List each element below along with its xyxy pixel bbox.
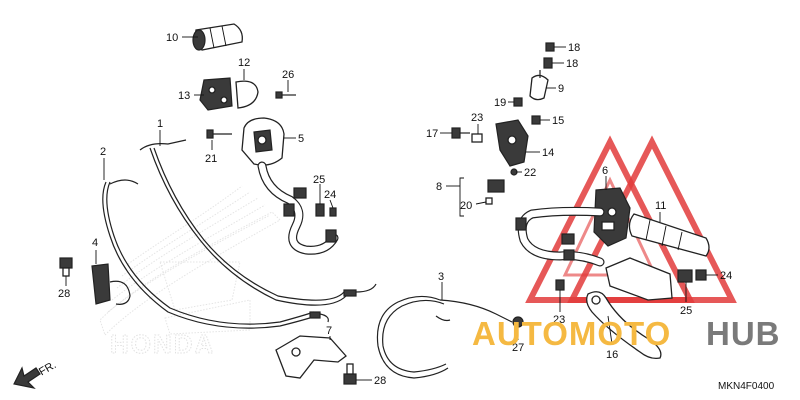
callout-2: 2: [100, 146, 106, 158]
callout-27: 27: [512, 342, 524, 354]
faded-logo-text: HONDA: [110, 329, 215, 359]
callout-21: 22: [524, 167, 536, 179]
cable-bracket: [275, 335, 347, 379]
clip-25-right: [677, 269, 693, 283]
callout-15: 15: [552, 115, 564, 127]
callout-18-second: 18: [566, 58, 578, 70]
callout-20: 20: [460, 200, 472, 212]
throttle-housing: [199, 77, 259, 111]
left-grip: [628, 213, 710, 257]
callout-16: 16: [606, 349, 618, 361]
clutch-switch-group: [459, 168, 518, 217]
bolt-15: [531, 115, 541, 125]
clip-25-left: [315, 203, 325, 217]
clip-24-right: [695, 269, 707, 281]
watermark-text-a: AUTOMOTO: [472, 315, 671, 352]
screw-26: [275, 91, 296, 99]
switch-harness: [257, 161, 339, 255]
callout-23-left: 21: [205, 153, 217, 165]
bolt-28-left: [59, 257, 73, 277]
callout-24-right: 24: [720, 270, 732, 282]
callout-28-bottom: 28: [374, 375, 386, 387]
callouts: 10 12 13 26 1 5 21 2 4 28 25 24 7 28 3 2…: [58, 32, 732, 387]
left-switch-harness: [515, 206, 605, 267]
callout-7: 7: [326, 325, 332, 337]
bolt-18-second: [543, 57, 553, 69]
left-handlebar-switch: [593, 187, 631, 247]
callout-12: 12: [238, 57, 250, 69]
bolt-28-bottom: [343, 363, 357, 385]
callout-14: 14: [542, 147, 554, 159]
rear-brake-switch: [91, 263, 131, 305]
callout-5: 5: [298, 133, 304, 145]
bolt-17: [451, 127, 470, 139]
throttle-grip: [192, 23, 243, 51]
screw-23-right: [555, 279, 565, 291]
clutch-cable: [376, 295, 513, 379]
watermark-text-b: HUB: [706, 315, 781, 352]
callout-17: 17: [426, 128, 438, 140]
callout-23-right: 23: [553, 314, 565, 326]
callout-25-right: 25: [680, 305, 692, 317]
holder-9: [529, 70, 549, 101]
screw-23-left: [206, 129, 232, 139]
callout-10: 10: [166, 32, 178, 44]
callout-22: 23: [471, 112, 483, 124]
front-direction-arrow: FR.: [13, 359, 58, 389]
callout-9: 9: [558, 83, 564, 95]
right-handlebar-switch: [241, 117, 285, 166]
callout-24-left: 24: [324, 189, 336, 201]
callout-13: 13: [178, 90, 190, 102]
direction-label: FR.: [37, 359, 58, 378]
callout-11: 11: [655, 200, 666, 212]
callout-8: 8: [436, 181, 442, 193]
watermark-text: AUTOMOTO HUB: [472, 315, 781, 352]
bolt-19: [513, 97, 523, 107]
callout-4: 4: [92, 237, 98, 249]
callout-28-left: 28: [58, 288, 70, 300]
bolt-18-top: [545, 42, 555, 52]
clutch-lever-holder: [495, 119, 529, 167]
callout-1: 1: [157, 118, 163, 130]
callout-3: 3: [438, 271, 444, 283]
nut-27: [512, 316, 524, 328]
callout-6: 6: [602, 165, 608, 177]
clip-24-left: [329, 207, 337, 217]
bolt-22: [471, 133, 483, 143]
diagram-code: MKN4F0400: [718, 381, 775, 392]
callout-18-top: 18: [568, 42, 580, 54]
throttle-cables: [102, 139, 377, 329]
faded-wing-logo: HONDA: [99, 185, 281, 360]
callout-25-left: 25: [313, 174, 325, 186]
switch-cover: [605, 257, 673, 301]
clutch-lever: [586, 291, 662, 360]
callout-19: 19: [494, 97, 506, 109]
callout-26: 26: [282, 69, 294, 81]
leader-lines: [65, 36, 718, 381]
